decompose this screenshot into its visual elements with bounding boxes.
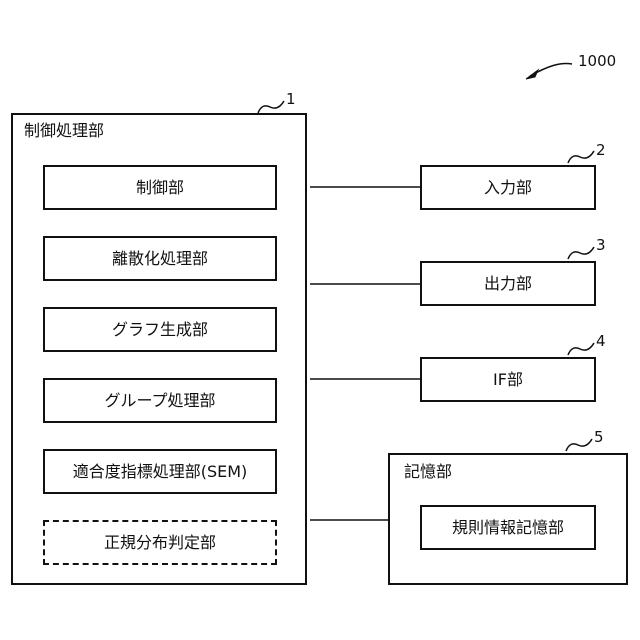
- module-label-14: グループ処理部: [45, 380, 275, 421]
- system-ref-number: 1000: [578, 54, 616, 69]
- module-box-16: 正規分布判定部: [43, 520, 277, 565]
- leader-3: [568, 247, 594, 259]
- module-label-12: 離散化処理部: [45, 238, 275, 279]
- system-ref-arrowhead: [526, 70, 538, 79]
- module-box-11: 制御部: [43, 165, 277, 210]
- if-unit-ref: 4: [596, 334, 606, 349]
- storage-inner-box: 規則情報記憶部: [420, 505, 596, 550]
- module-label-13: グラフ生成部: [45, 309, 275, 350]
- input-unit-label: 入力部: [422, 167, 594, 208]
- leader-5: [566, 439, 592, 451]
- output-unit-ref: 3: [596, 238, 606, 253]
- module-box-13: グラフ生成部: [43, 307, 277, 352]
- input-unit-ref: 2: [596, 143, 606, 158]
- storage-inner-label: 規則情報記憶部: [422, 507, 594, 548]
- output-unit-box: 出力部: [420, 261, 596, 306]
- leader-4: [568, 343, 594, 355]
- input-unit-box: 入力部: [420, 165, 596, 210]
- leader-1: [258, 101, 284, 113]
- storage-unit-ref: 5: [594, 430, 604, 445]
- module-label-11: 制御部: [45, 167, 275, 208]
- output-unit-label: 出力部: [422, 263, 594, 304]
- module-label-15: 適合度指標処理部(SEM): [45, 451, 275, 492]
- module-box-12: 離散化処理部: [43, 236, 277, 281]
- module-label-16: 正規分布判定部: [45, 522, 275, 563]
- module-box-14: グループ処理部: [43, 378, 277, 423]
- if-unit-label: IF部: [422, 359, 594, 400]
- storage-unit-title: 記憶部: [404, 464, 452, 480]
- leader-2: [568, 151, 594, 163]
- module-box-15: 適合度指標処理部(SEM): [43, 449, 277, 494]
- if-unit-box: IF部: [420, 357, 596, 402]
- control-unit-ref: 1: [286, 92, 296, 107]
- control-unit-title: 制御処理部: [24, 123, 104, 139]
